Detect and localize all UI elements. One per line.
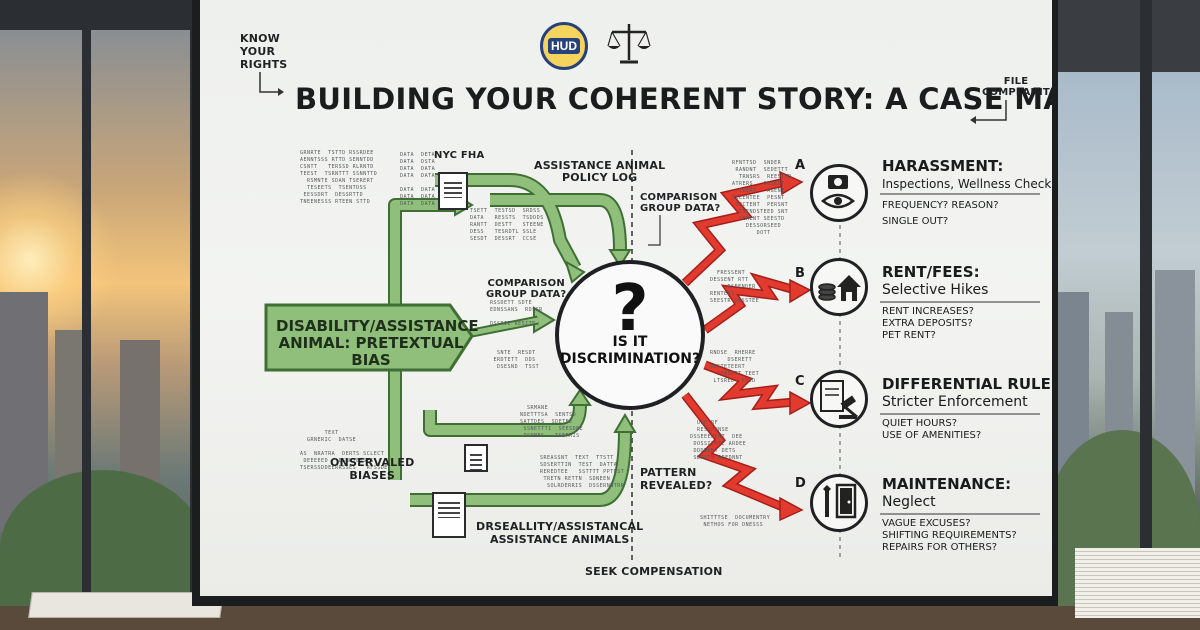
scales-of-justice-icon xyxy=(607,24,651,64)
wrench-door-icon xyxy=(810,474,868,532)
arrowhead xyxy=(789,278,812,304)
category-question-a2: SINGLE OUT? xyxy=(882,216,949,227)
assistance-animals-label: DRSEALLITY/ASSISTANCAL ASSISTANCE ANIMAL… xyxy=(476,520,644,546)
fine-print: TEXT GRNERIC DATSE AS NRATRA DERTS SCLEC… xyxy=(300,430,388,471)
category-question-b2: EXTRA DEPOSITS? xyxy=(882,318,973,329)
fine-print: RFNTTSD SNDER RANDNT SEDETTT TRNSRS REES… xyxy=(732,160,792,236)
category-question-c2: USE OF AMENITIES? xyxy=(882,430,982,441)
category-question-c1: QUIET HOURS? xyxy=(882,418,958,429)
comparison-group-label-right: COMPARISON GROUP DATA? xyxy=(640,192,721,214)
category-subheading-a: Inspections, Wellness Checks xyxy=(882,177,1052,191)
arrowhead xyxy=(608,249,632,268)
page-title: BUILDING YOUR COHERENT STORY: A CASE MAP xyxy=(295,82,1052,116)
hud-logo-text: HUD xyxy=(548,38,580,54)
category-question-a1: FREQUENCY? REASON? xyxy=(882,200,999,211)
category-heading-c: DIFFERENTIAL RULES: xyxy=(882,375,1052,393)
arrowhead xyxy=(779,170,804,196)
category-heading-d: MAINTENANCE: xyxy=(882,475,1012,493)
nyc-fha-label: NYC FHA xyxy=(434,150,485,161)
category-subheading-c: Stricter Enforcement xyxy=(882,394,1028,410)
category-letter-c: C xyxy=(795,374,805,389)
fine-print: DATA DETA DATA DSTA DATA DATA DATA DATA … xyxy=(400,152,436,207)
fine-print: GRNRTE TSTTD RSSRDEE AENNTSSS RTTD SENNT… xyxy=(300,150,378,205)
fine-print: SREASSNT TEXT TTSTT SDSERTTIN TEST DATTA… xyxy=(540,455,625,489)
gavel-document-icon xyxy=(810,370,868,428)
know-your-rights-note: KNOW YOUR RIGHTS xyxy=(240,32,288,71)
category-heading-b: RENT/FEES: xyxy=(882,263,980,281)
fine-print: SHITTTSE DOCUMENTRY NETHOS FOR DNESSS xyxy=(700,515,771,528)
category-question-d1: VAGUE EXCUSES? xyxy=(882,518,971,529)
flow-diagram xyxy=(259,72,1040,560)
window-left xyxy=(0,0,205,630)
category-question-b1: RENT INCREASES? xyxy=(882,306,974,317)
main-issue-box xyxy=(264,303,474,372)
question-text: IS IT DISCRIMINATION? xyxy=(559,334,701,367)
policy-log-label: ASSISTANCE ANIMAL POLICY LOG xyxy=(534,159,666,184)
document-icon xyxy=(464,444,488,472)
observed-biases-label: ONSERVALED BIASES xyxy=(330,456,415,482)
corner-arrow xyxy=(976,100,1007,121)
arrowhead xyxy=(564,259,586,284)
category-letter-d: D xyxy=(795,476,806,491)
file-complaint-note: FILE COMPLAINT xyxy=(982,76,1050,98)
window-mullion xyxy=(1140,0,1152,630)
fine-print: RNDSE RHERRE DSERETT SESTETEERT DEWSETT … xyxy=(710,350,760,384)
category-letter-b: B xyxy=(795,266,805,281)
question-mark: ? xyxy=(611,272,649,346)
category-subheading-b: Selective Hikes xyxy=(882,282,989,298)
hud-logo: HUD xyxy=(540,22,588,70)
category-question-d2: SHIFTING REQUIREMENTS? xyxy=(882,530,1017,541)
arrowhead xyxy=(789,390,812,416)
category-question-d3: REPAIRS FOR OTHERS? xyxy=(882,542,998,553)
camera-eye-icon xyxy=(810,164,868,222)
window-mullion xyxy=(82,0,91,630)
discrimination-question-circle: ? IS IT DISCRIMINATION? xyxy=(555,260,705,410)
window-frame-top xyxy=(0,0,205,30)
corner-arrow xyxy=(259,72,278,93)
seek-compensation-label: SEEK COMPENSATION xyxy=(585,565,723,578)
category-question-b3: PET RENT? xyxy=(882,330,936,341)
coins-house-icon xyxy=(810,258,868,316)
comparison-group-label: COMPARISON GROUP DATA? xyxy=(486,278,567,300)
fine-print: FRESSENT DESSENT RTT DSEENDER RENTENS SE… xyxy=(710,270,760,304)
fine-print: SRMANE NDETTTSA SENTSD SATTDES SDETEE SS… xyxy=(520,405,584,439)
fine-print: SNTE RESDT ERDTETT DDS DSESND TSST xyxy=(493,350,540,370)
category-subheading-d: Neglect xyxy=(882,494,936,510)
category-heading-a: HARASSMENT: xyxy=(882,157,1004,175)
connector-arrow xyxy=(648,215,661,246)
paper-stack-right xyxy=(1075,548,1200,618)
arrowhead xyxy=(613,413,637,433)
window-frame-top xyxy=(1045,0,1200,72)
arrowhead xyxy=(568,388,592,406)
pattern-revealed-label: PATTERN REVEALED? xyxy=(640,466,713,492)
document-icon xyxy=(438,172,468,210)
projector-screen: HUD BUILDING YOUR COHERENT STORY: A CASE… xyxy=(200,0,1052,596)
fine-print: TSETT TESTSD SRDSS DATA RESSTS TSDDDS RA… xyxy=(470,208,544,242)
category-letter-a: A xyxy=(795,158,806,173)
arrowhead xyxy=(779,496,804,522)
document-icon xyxy=(432,492,466,538)
main-issue-text: DISABILITY/ASSISTANCE ANIMAL: PRETEXTUAL… xyxy=(276,317,479,369)
fine-print: USE RF RESSPNNSE DSSEEERENT DEE DOSSIENT… xyxy=(690,420,747,461)
fine-print: RSSDETT SDTE EDNSSANS RDSSR DSSRIE RESIT… xyxy=(490,300,543,327)
window-right xyxy=(1045,0,1200,630)
